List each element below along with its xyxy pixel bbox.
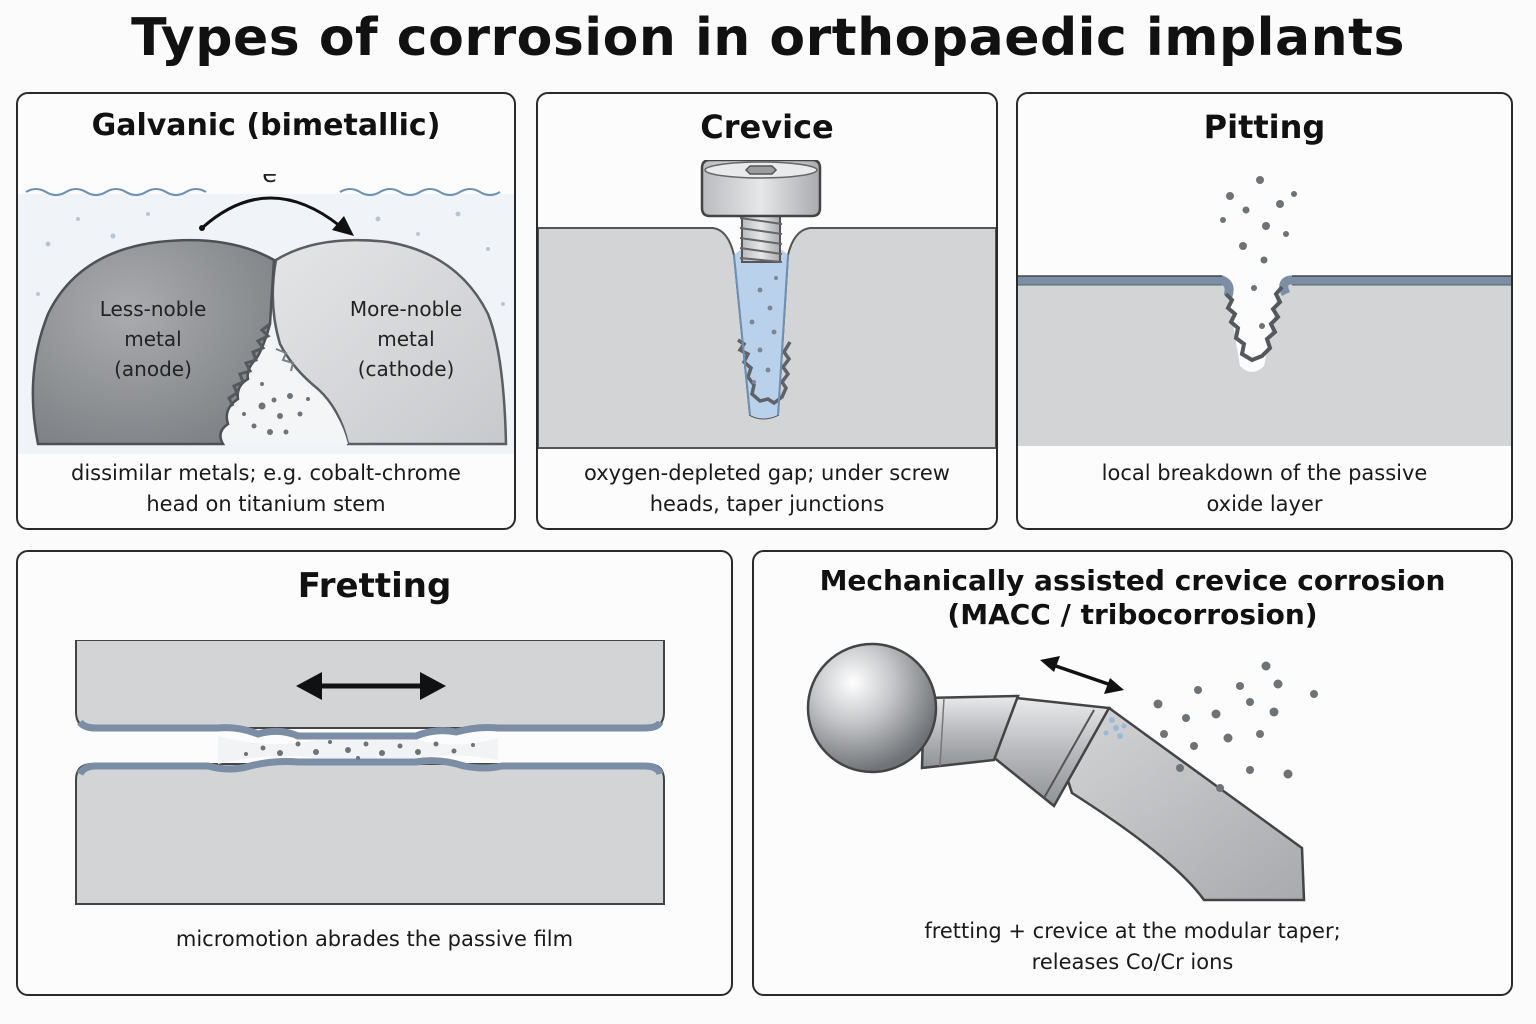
cathode-label-line2: metal [377,327,434,351]
pitting-panel: Pitting local breakdown of the passive o… [1016,92,1513,530]
co-cr-ions [1153,661,1318,792]
passive-oxide-layer [1018,275,1511,298]
crevice-corroded-wall [737,338,792,406]
macc-title-line2: (MACC / tribocorrosion) [947,598,1318,631]
galvanic-illustration: e⁻ Less-noble metal (anode) More-noble m… [18,174,514,454]
pit-corroded-wall [1224,285,1284,363]
macc-caption-line2: releases Co/Cr ions [1031,950,1234,974]
fluid-surface-right [339,188,501,196]
cathode-label-line1: More-noble [350,297,462,321]
fluid-surface-left [25,188,207,196]
pitting-caption-line2: oxide layer [1206,492,1323,516]
macc-micromotion-arrow [1040,656,1124,694]
macc-title-line1: Mechanically assisted crevice corrosion [819,564,1446,597]
upper-oxide-layer [77,719,664,740]
pitting-caption: local breakdown of the passive oxide lay… [1018,458,1511,520]
galvanic-caption-line2: head on titanium stem [146,492,386,516]
crevice-panel: Crevice [536,92,998,530]
cathode-metal [271,238,508,446]
fretting-wear-zone [218,736,498,764]
galvanic-panel: Galvanic (bimetallic) [16,92,516,530]
fretting-caption: micromotion abrades the passive film [18,924,731,955]
electron-flow-arrow [201,196,341,230]
fretting-panel: Fretting micromotion abrades the passive… [16,550,733,996]
fretting-illustration [75,640,665,905]
crevice-caption: oxygen-depleted gap; under screw heads, … [538,458,996,520]
macc-caption-line1: fretting + crevice at the modular taper; [924,919,1341,943]
macc-illustration [806,642,1318,902]
cathode-label-line3: (cathode) [358,357,455,381]
fretting-lower-block [75,763,665,905]
macc-panel: Mechanically assisted crevice corrosion … [752,550,1513,996]
crevice-illustration [538,160,996,449]
anode-label-line3: (anode) [114,357,192,381]
pitting-ions [1220,176,1297,329]
micromotion-arrow [296,672,446,700]
pitting-metal [1018,280,1511,446]
taper-junction-fluid [1103,717,1127,739]
femoral-head-ball [806,642,938,774]
macc-caption: fretting + crevice at the modular taper;… [754,916,1511,978]
released-ions [242,382,310,435]
macc-title: Mechanically assisted crevice corrosion … [754,564,1511,632]
crevice-caption-line2: heads, taper junctions [649,492,885,516]
femoral-stem [1052,706,1306,902]
crevice-caption-line1: oxygen-depleted gap; under screw [584,461,950,485]
screw-head [700,160,822,218]
pitting-caption-line1: local breakdown of the passive [1101,461,1428,485]
electron-label: e⁻ [262,174,289,188]
crevice-title: Crevice [700,108,834,146]
lower-oxide-layer [76,757,664,776]
page-title: Types of corrosion in orthopaedic implan… [131,8,1405,68]
galvanic-title: Galvanic (bimetallic) [91,108,441,143]
anode-label-line1: Less-noble [100,297,207,321]
anode-corroded-edge [227,322,271,407]
screw-thread [739,209,783,263]
crevice-ions [749,276,778,384]
wear-debris [244,740,475,760]
pitting-illustration [1018,176,1511,446]
pitting-title: Pitting [1203,108,1326,146]
cathode-corroded-edge [275,348,295,372]
fretting-title: Fretting [297,566,452,606]
anode-metal [31,238,276,446]
galvanic-caption: dissimilar metals; e.g. cobalt-chrome he… [18,458,514,520]
anode-label-line2: metal [124,327,181,351]
fretting-caption-line1: micromotion abrades the passive film [175,927,574,951]
corrosion-cavity [221,334,348,444]
galvanic-caption-line1: dissimilar metals; e.g. cobalt-chrome [71,461,461,485]
